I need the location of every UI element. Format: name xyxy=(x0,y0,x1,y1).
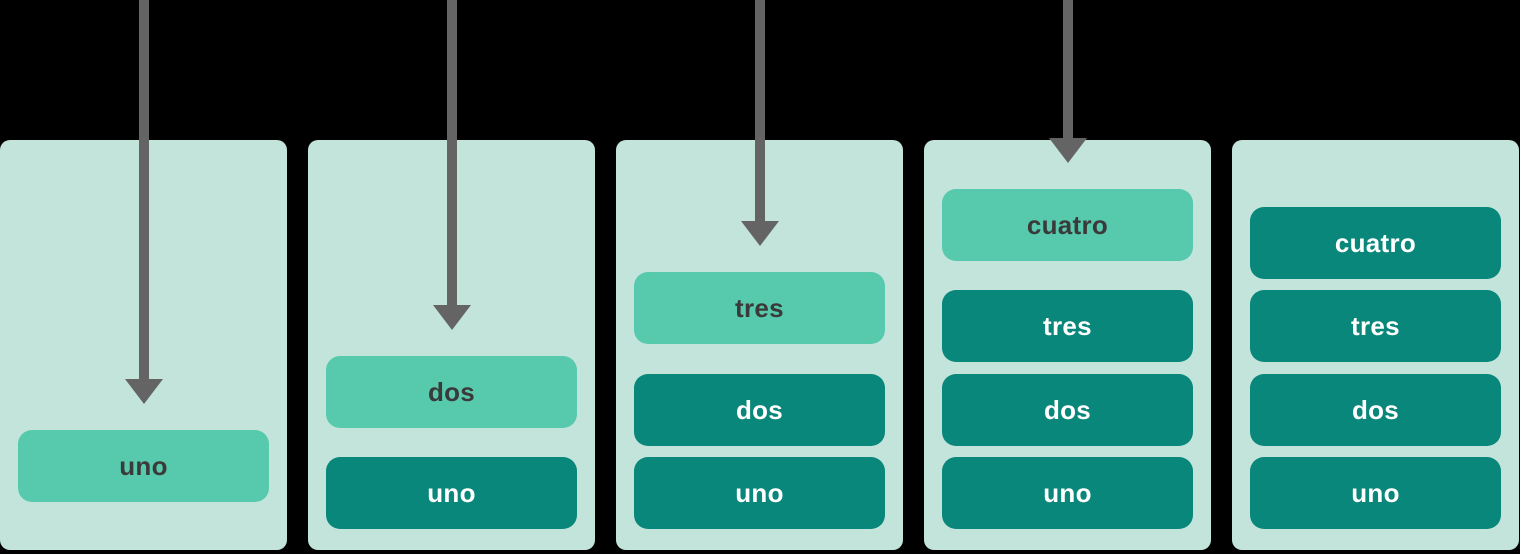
stack-item-cuatro: cuatro xyxy=(942,189,1193,261)
stack-container-step-5: cuatro tres dos uno xyxy=(1232,140,1519,550)
stack-item-uno: uno xyxy=(326,457,577,529)
push-arrow-shaft xyxy=(138,0,149,380)
stack-item-dos: dos xyxy=(634,374,885,446)
push-arrow-head xyxy=(432,305,471,330)
push-arrow-shaft xyxy=(1062,0,1073,139)
push-arrow-head xyxy=(1048,138,1087,163)
stack-item-uno: uno xyxy=(634,457,885,529)
stack-item-uno: uno xyxy=(1250,457,1501,529)
push-arrow-head xyxy=(124,379,163,404)
push-arrow-shaft xyxy=(754,0,765,222)
stack-item-dos: dos xyxy=(326,356,577,428)
stack-item-tres: tres xyxy=(634,272,885,344)
stack-container-step-4: cuatro tres dos uno xyxy=(924,140,1211,550)
stack-item-dos: dos xyxy=(942,374,1193,446)
stack-item-uno: uno xyxy=(942,457,1193,529)
stack-item-uno: uno xyxy=(18,430,269,502)
stack-item-tres: tres xyxy=(942,290,1193,362)
stack-container-step-3: tres dos uno xyxy=(616,140,903,550)
stack-item-dos: dos xyxy=(1250,374,1501,446)
push-arrow-shaft xyxy=(446,0,457,306)
stack-item-cuatro: cuatro xyxy=(1250,207,1501,279)
stack-item-tres: tres xyxy=(1250,290,1501,362)
push-arrow-head xyxy=(740,221,779,246)
